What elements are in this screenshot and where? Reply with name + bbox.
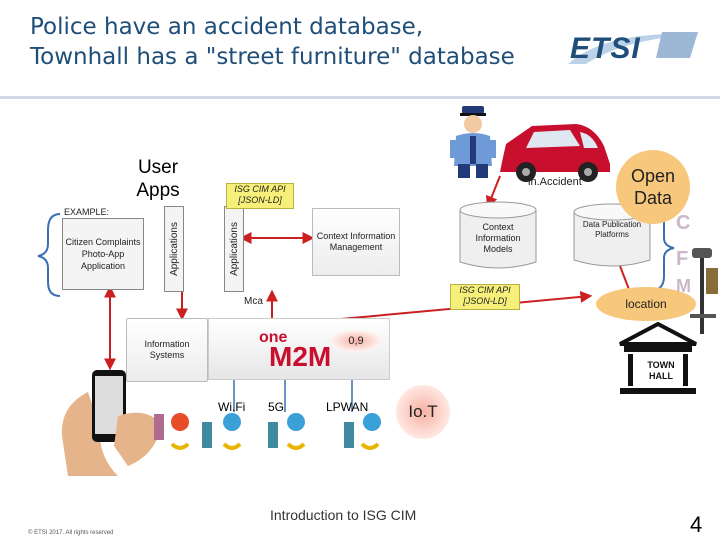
citizen-app-box: Citizen Complaints Photo-App Application — [62, 218, 144, 290]
coord-ellipse: 0,9 — [330, 330, 382, 352]
car-context-arrow — [485, 175, 501, 209]
police-officer-icon — [450, 106, 496, 178]
slide-title: Police have an accident database, Townha… — [30, 12, 550, 72]
town-hall-icon — [619, 322, 697, 394]
sensor-devices — [154, 413, 381, 450]
context-models-text: Context Information Models — [475, 222, 521, 254]
side-letter-f: F — [676, 248, 689, 270]
5g-label: 5G — [268, 400, 285, 414]
information-systems-text: Information Systems — [144, 339, 190, 360]
left-brace — [37, 213, 61, 297]
etsi-logo: ETSI — [566, 28, 704, 68]
sensor-icon-3 — [268, 413, 306, 450]
applications-label-2: Applications — [228, 222, 240, 276]
side-letter-c: C — [676, 212, 691, 234]
red-car-icon — [500, 124, 610, 182]
information-systems-box: Information Systems — [126, 318, 208, 382]
isg-api-mid-text: ISG CIM API [JSON-LD] — [459, 285, 511, 306]
onem2m-m2m: M2M — [269, 341, 332, 372]
coord-text: 0,9 — [348, 335, 364, 347]
footer-caption: Introduction to ISG CIM — [270, 507, 417, 523]
title-line-1: Police have an accident database, — [30, 14, 424, 40]
mca-label: Mca — [244, 296, 263, 307]
isg-api-top: ISG CIM API [JSON-LD] — [226, 183, 294, 209]
smartphone-hand-icon — [61, 370, 162, 476]
open-data-text: Open Data — [630, 166, 676, 208]
title-line-2: Townhall has a "street furniture" databa… — [30, 44, 515, 70]
sensor-icon-4 — [344, 413, 381, 450]
data-publication-text: Data Publication Platforms — [582, 220, 642, 239]
location-text: location — [625, 297, 667, 311]
context-management-text: Context Information Management — [316, 231, 396, 252]
wifi-label: Wi.Fi — [218, 400, 246, 414]
applications-label-1: Applications — [168, 222, 180, 276]
context-models-cylinder — [459, 201, 537, 269]
isg-api-mid: ISG CIM API [JSON-LD] — [450, 284, 520, 310]
iot-text: Io.T — [408, 402, 438, 421]
location-ellipse: location — [596, 287, 696, 321]
iot-circle: Io.T — [396, 385, 450, 439]
citizen-app-text: Citizen Complaints Photo-App Application — [65, 237, 141, 271]
etsi-logo-text: ETSI — [570, 32, 641, 65]
isg-api-top-text: ISG CIM API [JSON-LD] — [234, 184, 286, 205]
copyright-text: © ETSI 2017. All rights reserved — [28, 530, 114, 536]
header-divider — [0, 96, 720, 99]
user-apps-label: User Apps — [136, 157, 180, 201]
lpwan-label: LPWAN — [326, 400, 369, 414]
sensor-icon-1 — [154, 413, 190, 450]
applications-column-1: Applications — [164, 206, 184, 292]
example-label: EXAMPLE: — [64, 207, 110, 217]
in-accident-label: in.Accident — [528, 176, 582, 188]
townhall-text: TOWN HALL — [647, 360, 675, 381]
onem2m-one: one — [259, 329, 288, 346]
etsi-logo-shape — [568, 32, 702, 64]
onem2m-box: one M2M — [208, 318, 390, 380]
context-management-panel: Context Information Management — [312, 208, 400, 276]
street-furniture-icon — [690, 248, 718, 334]
applications-column-2: Applications — [224, 206, 244, 292]
open-data-circle: Open Data — [616, 150, 690, 224]
page-number: 4 — [690, 512, 703, 537]
sensor-icon-2 — [202, 413, 242, 450]
